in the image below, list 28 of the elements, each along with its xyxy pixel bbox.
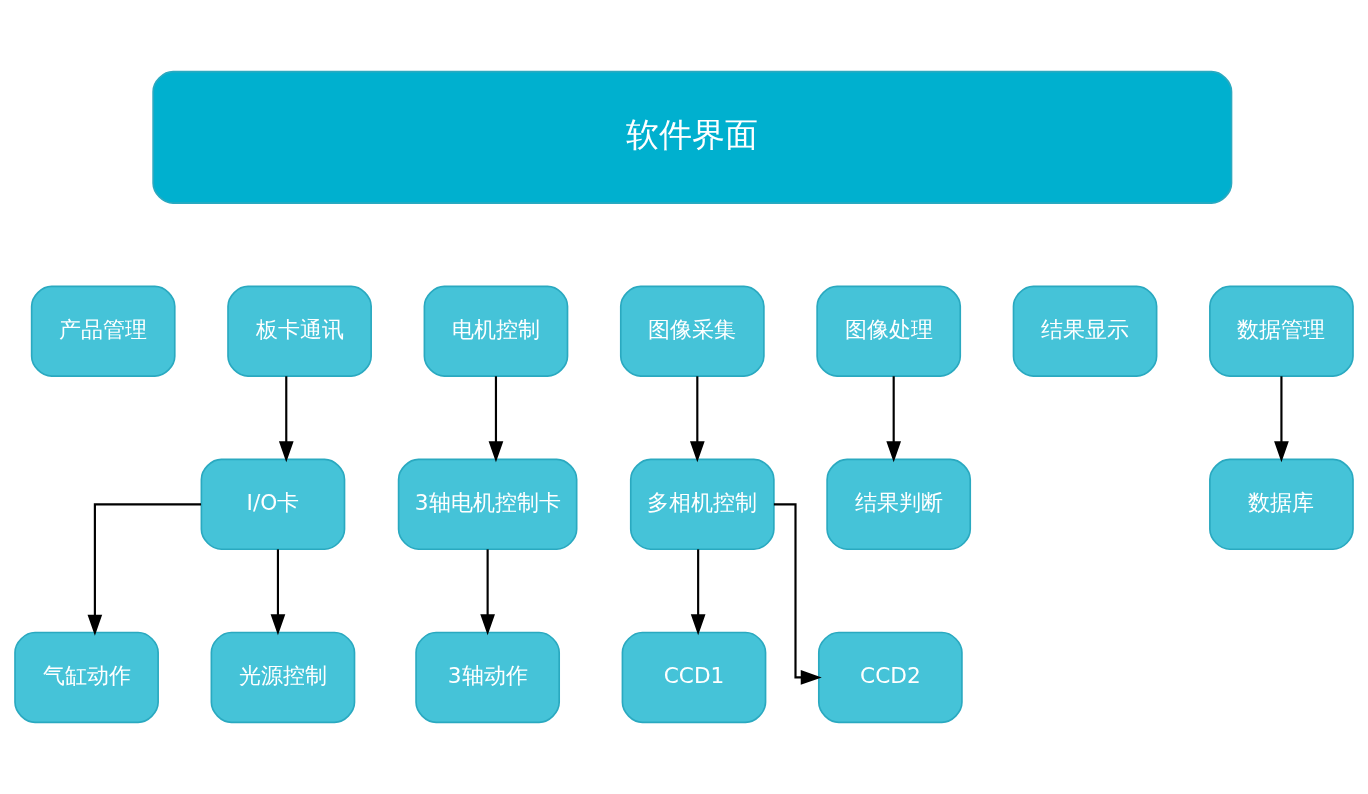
node-box: I/O卡 [200,458,346,551]
node-box: 光源控制 [210,631,356,724]
node-box: 电机控制 [423,285,569,378]
arrow [87,503,202,636]
node-box: 数据库 [1209,458,1354,551]
node-box: 图像处理 [816,285,962,378]
arrow [886,376,902,463]
node-box: 产品管理 [30,285,176,378]
arrow [690,549,706,636]
node-box: 结果显示 [1012,285,1158,378]
node-box: 图像采集 [619,285,765,378]
node-box: 3轴动作 [415,631,561,724]
node-box: 软件界面 [152,70,1233,204]
node-box: 板卡通讯 [227,285,372,378]
node-box: 多相机控制 [629,458,775,551]
node-box: 3轴电机控制卡 [397,458,578,551]
node-box: 数据管理 [1209,285,1354,378]
node-box: 气缸动作 [14,631,159,724]
arrow [278,376,294,463]
arrow [480,549,495,636]
arrow [1274,376,1289,463]
arrow [773,503,822,685]
arrow [270,549,286,636]
arrow [488,376,504,463]
arrow [689,376,705,463]
node-box: 结果判断 [826,458,972,551]
node-box: CCD2 [817,631,963,724]
node-box: CCD1 [621,631,767,724]
